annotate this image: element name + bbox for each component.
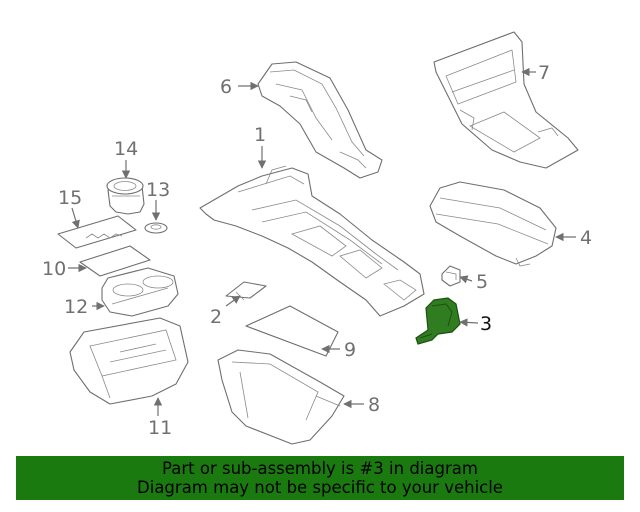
callout-1: 1 (254, 124, 266, 146)
part-13-washer (144, 222, 168, 234)
part-12-cup-holder (101, 267, 179, 317)
callout-11: 11 (148, 417, 172, 439)
part-6-upper-trim (257, 61, 383, 179)
callout-4: 4 (580, 227, 592, 249)
banner-line-2: Diagram may not be specific to your vehi… (137, 478, 503, 497)
part-2-bracket (225, 281, 267, 301)
part-11-base-bracket (69, 317, 189, 405)
callout-8: 8 (368, 394, 380, 416)
callout-5: 5 (476, 271, 488, 293)
callout-7: 7 (538, 62, 550, 84)
leader-3 (459, 318, 479, 327)
leader-5 (459, 275, 473, 284)
callout-13: 13 (146, 179, 170, 201)
part-8-storage-bin (217, 349, 345, 445)
callout-15: 15 (58, 187, 82, 209)
part-10-mat (79, 245, 151, 277)
part-7-switch-panel (433, 31, 579, 169)
banner-line-1: Part or sub-assembly is #3 in diagram (162, 459, 478, 478)
callout-10: 10 (42, 258, 66, 280)
callout-14: 14 (114, 138, 138, 160)
part-1-console-body (199, 165, 425, 317)
callout-3: 3 (480, 313, 492, 335)
part-5-clip (441, 265, 461, 287)
part-3-end-cap-highlighted (415, 297, 461, 345)
callout-2: 2 (210, 306, 222, 328)
part-14-cup-insert (106, 177, 145, 215)
info-banner: Part or sub-assembly is #3 in diagram Di… (16, 456, 624, 500)
part-9-pad (245, 305, 339, 357)
part-15-liner (57, 215, 137, 249)
callout-9: 9 (344, 339, 356, 361)
callout-6: 6 (220, 76, 232, 98)
leader-lines (68, 67, 576, 416)
callout-12: 12 (64, 296, 88, 318)
parts-diagram: 1 2 3 4 5 6 7 8 9 10 11 12 13 14 15 (42, 31, 592, 445)
callout-labels: 1 2 3 4 5 6 7 8 9 10 11 12 13 14 15 (42, 62, 592, 439)
leader-2 (225, 295, 241, 307)
part-4-armrest-lid (429, 181, 557, 267)
leader-15 (71, 207, 80, 229)
